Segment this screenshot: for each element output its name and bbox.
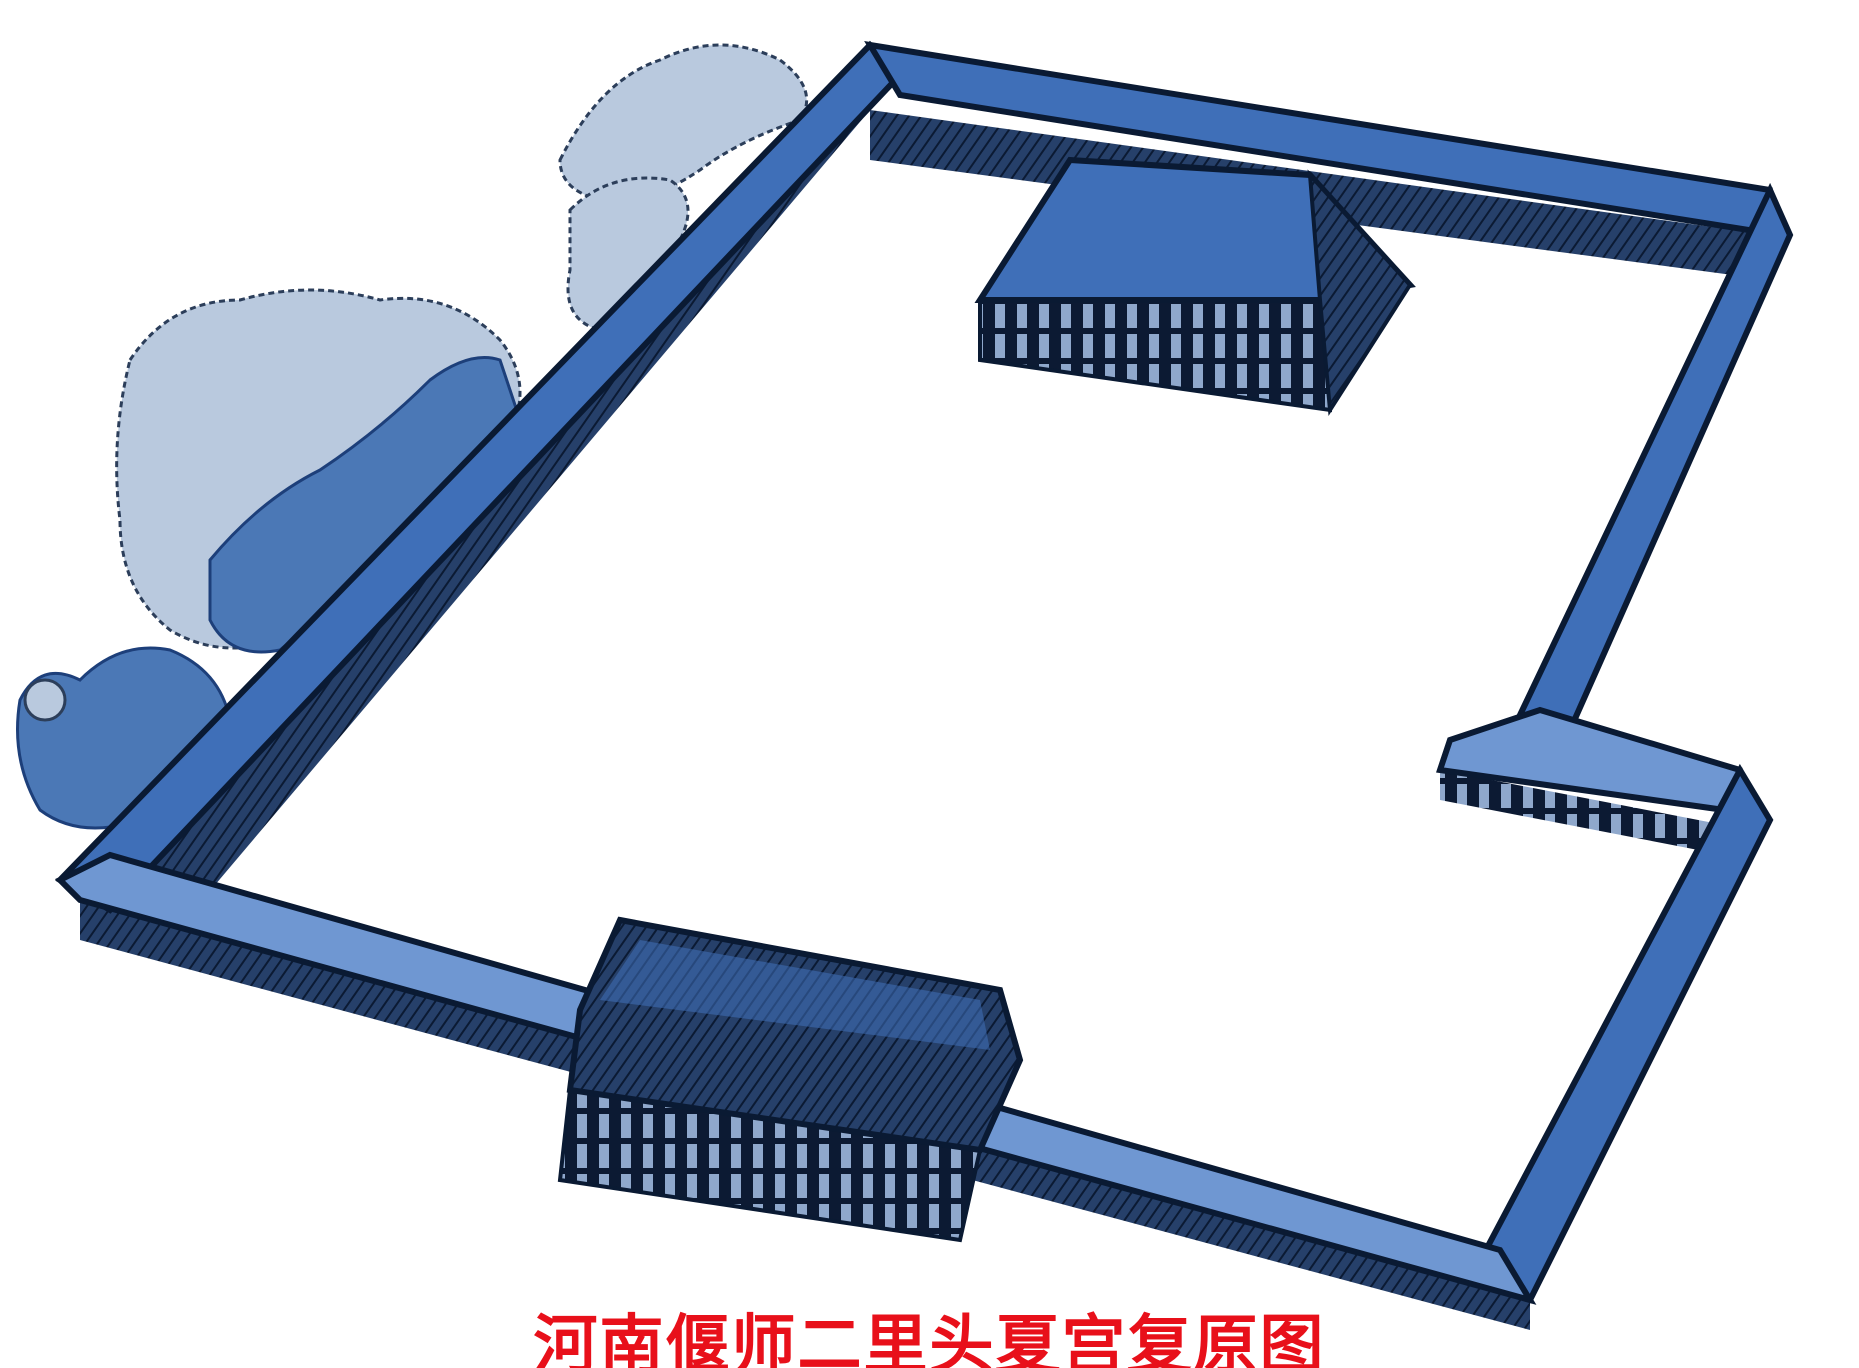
wall-roof-right-lower bbox=[1465, 763, 1774, 1304]
main-hall bbox=[974, 156, 1416, 416]
main-hall-colonnade bbox=[978, 298, 1332, 413]
gate-building-roof-highlight bbox=[600, 940, 990, 1050]
main-hall-roof-side bbox=[1307, 169, 1413, 416]
tree-round bbox=[23, 678, 67, 722]
figure-caption: 河南偃师二里头夏宫复原图 bbox=[533, 1308, 1326, 1368]
wall-colonnade-notch bbox=[1440, 770, 1750, 860]
trees bbox=[16, 43, 809, 830]
gate-building bbox=[557, 916, 1024, 1243]
wall-roof-right-upper bbox=[1515, 182, 1794, 734]
